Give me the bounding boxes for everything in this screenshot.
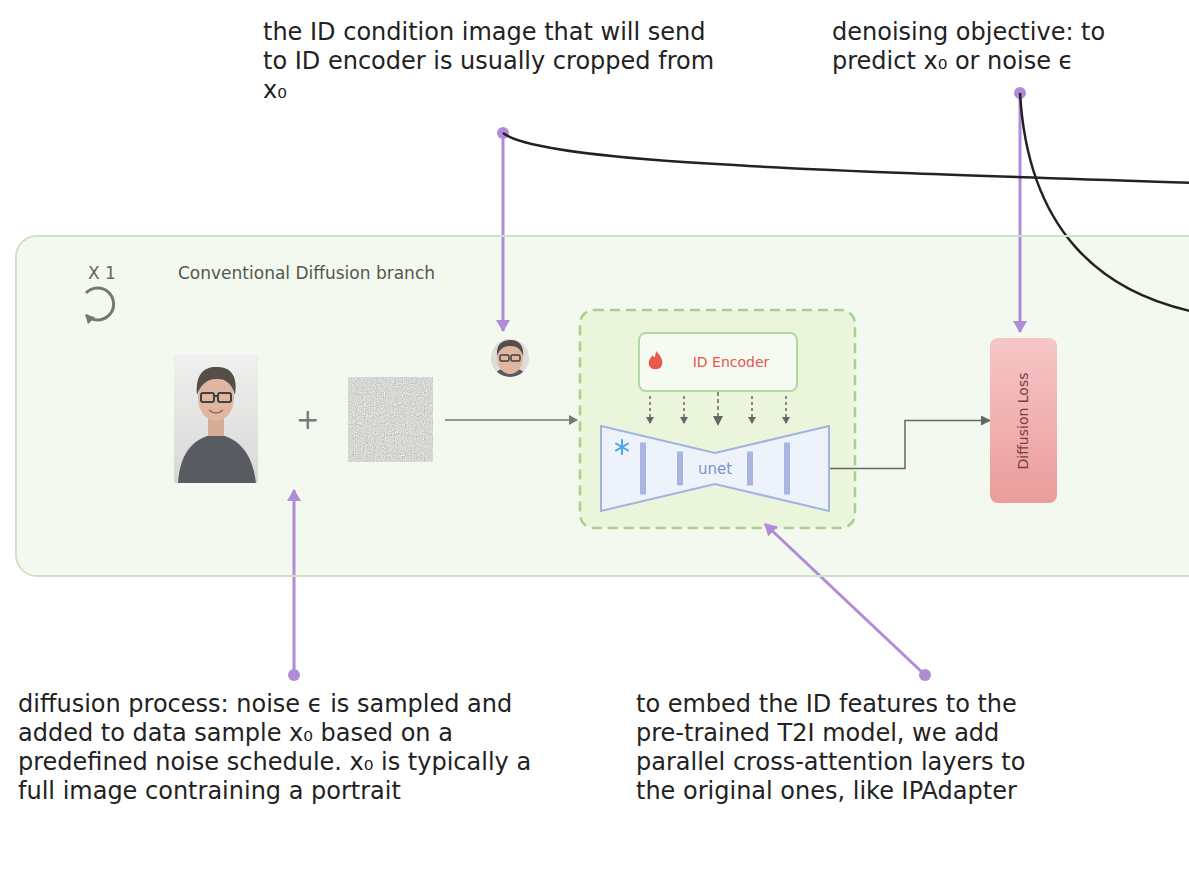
callout-note: the ID condition image that will send to…	[263, 18, 733, 105]
flow-arrow	[717, 392, 719, 425]
layer-bar	[784, 442, 790, 494]
unet-body	[601, 426, 829, 511]
model-group	[580, 310, 855, 528]
callout-note: diffusion process: noise ϵ is sampled an…	[18, 690, 568, 806]
unet-shape: unet	[600, 425, 830, 512]
node-text: unet	[698, 460, 732, 478]
layer-bar	[747, 451, 753, 485]
encoder-box: ID Encoder	[638, 332, 798, 392]
layer-bar	[677, 451, 683, 485]
flow-arrow	[830, 421, 990, 469]
branch-panel: Conventional Diffusion branch ID Encoder u…	[15, 235, 1189, 577]
trainable-flame-icon	[649, 351, 663, 369]
id-face-crop	[490, 338, 530, 380]
node-text: Conventional Diffusion branch	[178, 263, 435, 283]
repeat-icon	[86, 288, 114, 320]
leader-lines	[288, 87, 1026, 681]
node-text: ID Encoder	[693, 354, 770, 370]
layer-bar	[640, 442, 646, 494]
node-text: Diffusion Loss	[1016, 372, 1032, 469]
callout-note: denoising objective: to predict x₀ or no…	[832, 18, 1177, 76]
panel-fill	[15, 235, 1189, 577]
noise-square	[348, 377, 433, 462]
frozen-snowflake-icon	[616, 440, 628, 454]
loss-box: Diffusion Loss	[990, 338, 1057, 503]
repeat-count: X 1	[88, 262, 116, 284]
callout-note: to embed the ID features to the pre-trai…	[636, 690, 1066, 806]
plus-sign: +	[296, 404, 319, 436]
link-curves	[503, 93, 1189, 312]
input-arrow	[445, 419, 577, 421]
portrait-photo	[174, 355, 258, 483]
